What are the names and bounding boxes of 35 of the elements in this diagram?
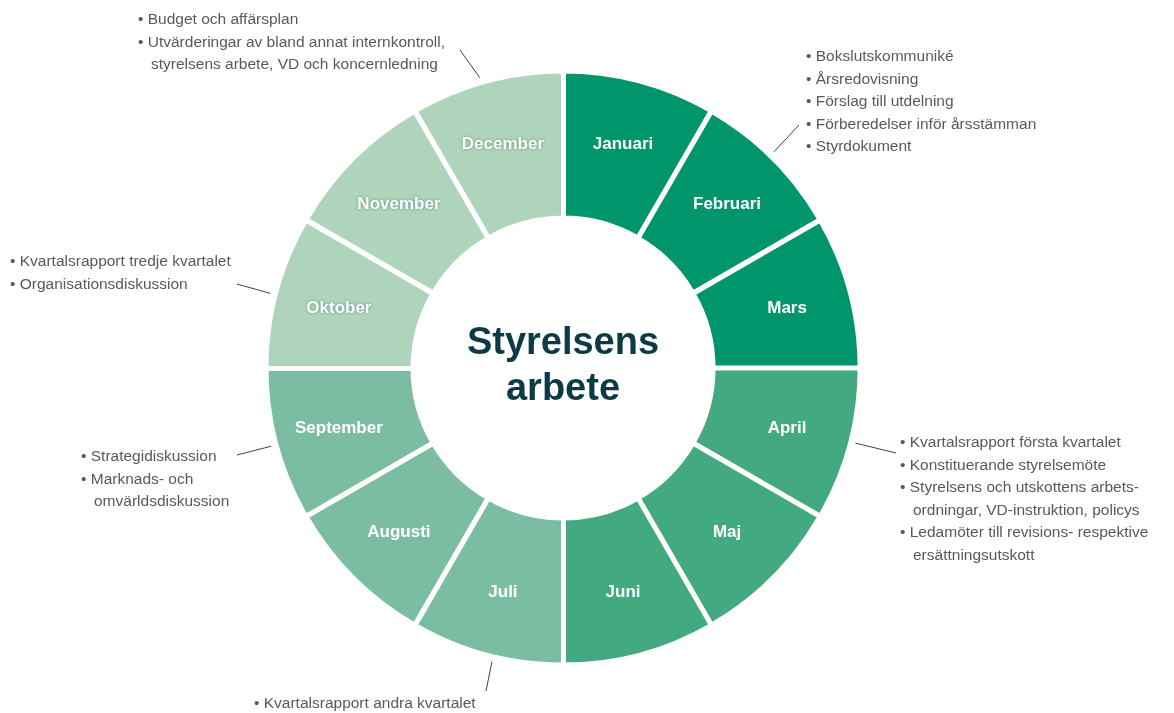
bullet-text: • Kvartalsrapport andra kvartalet — [254, 693, 477, 713]
month-label: April — [767, 418, 807, 439]
leader-line — [236, 283, 271, 294]
month-label: September — [294, 418, 383, 439]
bullet-text: • Strategidiskussion — [81, 446, 218, 466]
bullet-text: • Styrelsens och utskottens arbets- ordningar, VD-instruktion, policys — [900, 477, 1141, 520]
bullet-text: • Kvartalsrapport tredje kvartalet — [10, 251, 232, 271]
bullet-text: • Konstituerande styrelsemöte — [900, 454, 1108, 475]
bullet-text: • Bokslutskommuniké — [806, 46, 955, 66]
bullet-text: • Organisationsdiskussion — [10, 273, 189, 294]
month-label: December — [461, 133, 545, 154]
bullet-text: • Ledamöter till revisions- respektive ersättningsutskott — [900, 522, 1150, 565]
title: Styrelsens arbete — [465, 319, 661, 410]
month-label: Maj — [712, 522, 742, 543]
bullet-text: • Årsredovisning — [806, 68, 920, 89]
leader-line — [855, 442, 897, 454]
leader-line — [773, 124, 800, 153]
leader-line — [236, 445, 272, 456]
bullet-text: • Marknads- och omvärldsdiskussion — [81, 468, 231, 511]
month-label: Mars — [767, 297, 807, 318]
month-label: Juli — [488, 582, 518, 603]
month-label: Februari — [693, 193, 762, 214]
bullet-text: • Budget och affärsplan — [138, 9, 300, 29]
month-label: November — [357, 193, 441, 214]
bullet-text: • Förslag till utdelning — [806, 91, 955, 111]
month-label: Juni — [605, 582, 641, 603]
bullet-text: • Utvärderingar av bland annat internkontroll, styrelsens arbete, VD och koncernledning — [138, 31, 446, 74]
bullet-text: • Förberedelser inför årsstämman — [806, 113, 1038, 134]
bullet-text: • Styrdokument — [806, 136, 913, 156]
leader-line — [459, 49, 481, 79]
month-label: Augusti — [367, 522, 431, 543]
leader-line — [485, 661, 493, 692]
month-label: Oktober — [306, 297, 372, 318]
month-label: Januari — [592, 133, 654, 154]
bullet-text: • Kvartalsrapport första kvartalet — [900, 432, 1122, 452]
